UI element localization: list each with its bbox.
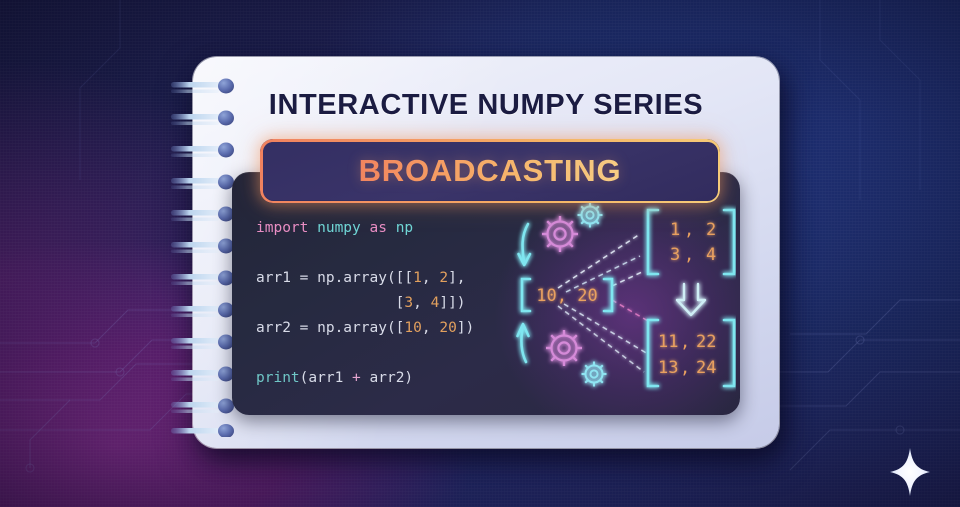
code-token: , (421, 320, 440, 336)
code-token: , (421, 270, 440, 286)
dashed-link-6 (557, 305, 645, 373)
code-token: 10 (404, 320, 422, 336)
code-token: ]) (456, 320, 475, 336)
input-matrix-r1c1: 4 (706, 245, 716, 265)
code-token: 20 (439, 320, 457, 336)
dashed-link-5 (563, 303, 649, 355)
code-token: arr2) (360, 370, 414, 386)
code-token: 4 (430, 295, 440, 311)
code-token: ]]) (439, 295, 466, 311)
matrix-comma: , (680, 358, 690, 378)
arrow-down-result (675, 282, 707, 317)
broadcasting-diagram: 10, 20 1 , 2 3 , 4 11 , 22 13 (516, 202, 736, 388)
code-panel: import numpy as np arr1 = np.array([[1, … (232, 172, 740, 415)
code-token: (arr1 (299, 370, 353, 386)
dashed-links (557, 233, 649, 373)
code-token: numpy (317, 220, 370, 236)
code-token: arr1 = np.array([[ (256, 270, 414, 286)
spiral-ring-group (171, 78, 234, 437)
dashed-link-2 (565, 255, 641, 293)
vector-bracket (520, 277, 614, 313)
result-matrix-r1c0: 13 (658, 358, 678, 378)
result-matrix-r0c1: 22 (696, 332, 716, 352)
notebook-card: INTERACTIVE NUMPY SERIES import numpy as… (171, 57, 787, 458)
code-token: [ (256, 295, 405, 311)
dashed-link-4 (611, 299, 649, 322)
code-token: , (413, 295, 431, 311)
gear-bottom-large (546, 330, 582, 366)
gear-bottom-small (581, 361, 607, 387)
input-matrix-r0c1: 2 (706, 220, 716, 240)
code-block: import numpy as np arr1 = np.array([[1, … (256, 216, 474, 391)
spiral-binding (171, 78, 234, 437)
code-token: arr2 = np.array([ (256, 320, 405, 336)
arrow-up-left (516, 322, 530, 364)
arrow-down-left (517, 222, 532, 267)
broadcasting-banner: BROADCASTING (260, 139, 720, 203)
code-token: np (395, 220, 414, 236)
matrix-comma: , (680, 332, 690, 352)
code-token: 1 (413, 270, 422, 286)
gear-top-large (542, 216, 578, 252)
matrix-comma: , (684, 220, 694, 240)
code-token: 2 (439, 270, 449, 286)
sparkle-icon (890, 448, 930, 496)
code-token: print (256, 370, 300, 386)
result-matrix-r1c1: 24 (696, 358, 716, 378)
code-token: + (352, 370, 361, 386)
result-matrix-r0c0: 11 (658, 332, 678, 352)
banner-label: BROADCASTING (358, 153, 622, 188)
code-token: ], (448, 270, 466, 286)
dashed-link-3 (611, 271, 643, 287)
page-title: INTERACTIVE NUMPY SERIES (268, 89, 704, 121)
input-matrix-r0c0: 1 (670, 220, 680, 240)
result-matrix-bracket (646, 318, 736, 388)
code-token: import (256, 220, 318, 236)
code-token: as (369, 220, 396, 236)
code-token: 3 (404, 295, 414, 311)
gear-top-small (577, 202, 603, 228)
matrix-comma: , (684, 245, 694, 265)
vector-label: 10, 20 (536, 286, 597, 306)
banner-inner: BROADCASTING (263, 142, 717, 200)
input-matrix-bracket (646, 208, 736, 276)
input-matrix-r1c0: 3 (670, 245, 680, 265)
dashed-link-1 (557, 233, 641, 289)
